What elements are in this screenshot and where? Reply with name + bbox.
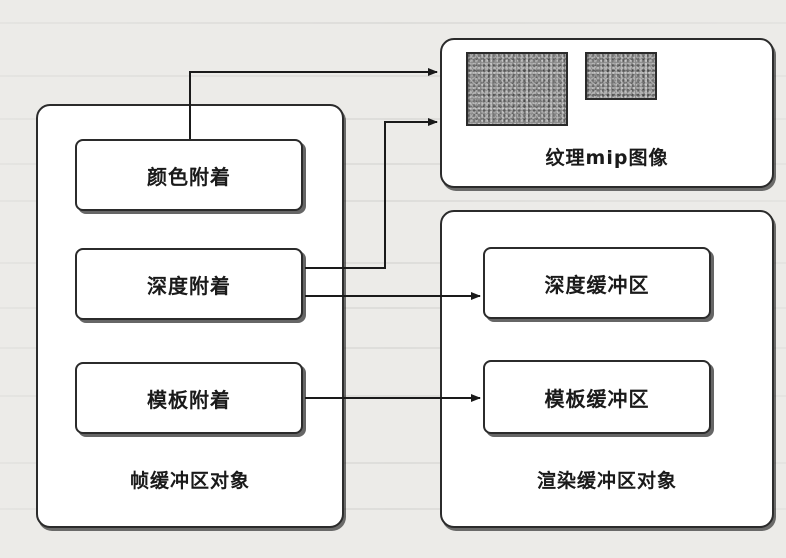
- stencil-attachment-box: 模板附着: [75, 362, 303, 434]
- depth-buffer-box: 深度缓冲区: [483, 247, 711, 319]
- renderbuffer-object-caption: 渲染缓冲区对象: [536, 470, 677, 492]
- color-attachment-label: 颜色附着: [147, 164, 231, 189]
- color-attachment-box: 颜色附着: [75, 139, 303, 211]
- texture-mip-level-0-image: [466, 52, 568, 126]
- texture-mip-level-1-image: [585, 52, 657, 100]
- stencil-attachment-label: 模板附着: [147, 387, 231, 412]
- texture-mip-image-caption: 纹理mip图像: [545, 147, 669, 169]
- framebuffer-object-caption: 帧缓冲区对象: [129, 470, 250, 492]
- stencil-buffer-box: 模板缓冲区: [483, 360, 711, 434]
- depth-attachment-box: 深度附着: [75, 248, 303, 320]
- depth-buffer-label: 深度缓冲区: [544, 272, 650, 297]
- depth-attachment-label: 深度附着: [147, 273, 231, 298]
- stencil-buffer-label: 模板缓冲区: [544, 386, 650, 411]
